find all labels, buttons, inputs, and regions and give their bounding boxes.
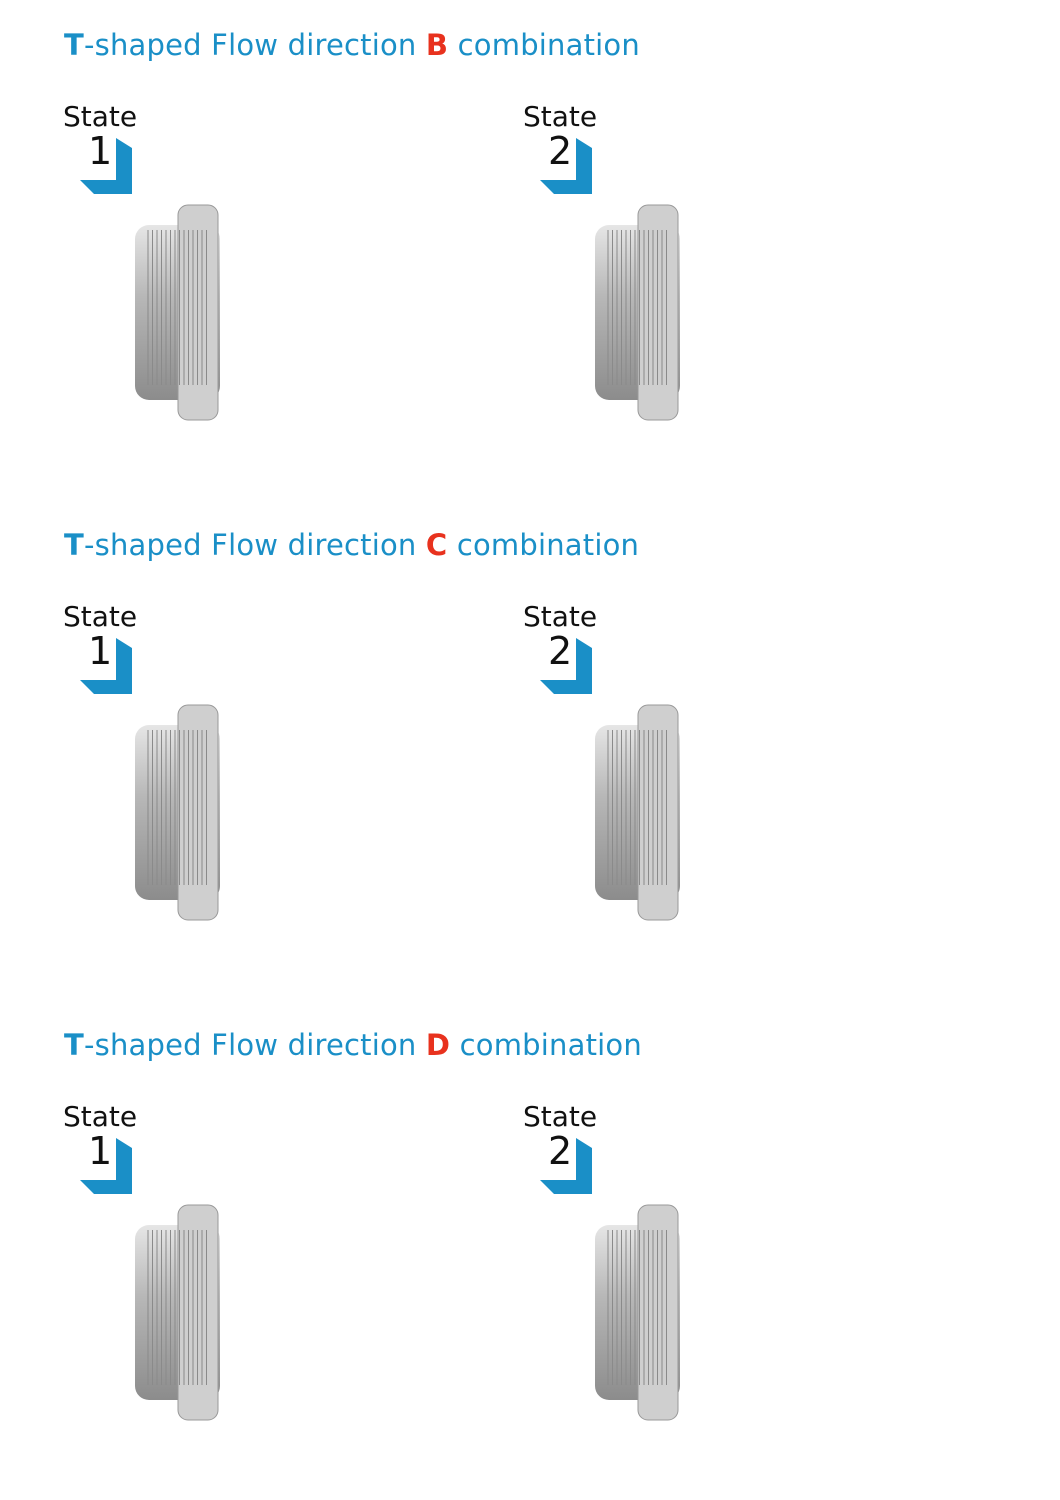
left-port <box>135 704 220 921</box>
state-label: State <box>523 100 598 133</box>
left-port <box>135 204 220 421</box>
state-label: State <box>523 600 598 633</box>
state-panel-1: State 1 <box>0 0 460 500</box>
state-panel-2: State 2 <box>460 0 920 500</box>
valve-cutaway-illustration <box>590 120 930 480</box>
valve-cutaway-illustration <box>130 620 470 980</box>
state-number: 2 <box>548 129 573 173</box>
valve-cutaway-illustration <box>130 1120 470 1480</box>
title-suffix: combination <box>447 528 640 562</box>
state-panel-1: State 1 <box>0 500 460 1000</box>
state-panel-2: State 2 <box>460 500 920 1000</box>
state-corner-icon <box>540 638 592 694</box>
title-mid: -shaped Flow direction <box>83 28 426 62</box>
state-label: State <box>63 100 138 133</box>
state-corner-icon <box>80 638 132 694</box>
title-mid: -shaped Flow direction <box>83 1028 426 1062</box>
state-corner-icon <box>80 1138 132 1194</box>
combination-letter: C <box>425 528 448 562</box>
title-mid: -shaped Flow direction <box>83 528 426 562</box>
state-number: 1 <box>88 129 113 173</box>
state-label: State <box>523 1100 598 1133</box>
section-title: T-shaped Flow direction D combination <box>64 1028 642 1062</box>
state-label: State <box>63 1100 138 1133</box>
state-panel-2: State 2 <box>460 1000 920 1500</box>
title-prefix: T <box>64 1028 84 1062</box>
state-label: State <box>63 600 138 633</box>
state-corner-icon <box>80 138 132 194</box>
combination-letter: D <box>425 1028 451 1062</box>
left-port <box>135 1204 220 1421</box>
title-prefix: T <box>64 28 84 62</box>
left-port <box>595 704 680 921</box>
valve-cutaway-illustration <box>590 1120 930 1480</box>
combination-letter: B <box>425 28 449 62</box>
state-number: 2 <box>548 1129 573 1173</box>
left-port <box>595 1204 680 1421</box>
section-title: T-shaped Flow direction C combination <box>64 528 639 562</box>
state-panel-1: State 1 <box>0 1000 460 1500</box>
state-corner-icon <box>540 1138 592 1194</box>
state-number: 1 <box>88 1129 113 1173</box>
state-corner-icon <box>540 138 592 194</box>
section-title: T-shaped Flow direction B combination <box>64 28 640 62</box>
left-port <box>595 204 680 421</box>
state-number: 2 <box>548 629 573 673</box>
valve-cutaway-illustration <box>590 620 930 980</box>
title-suffix: combination <box>448 28 640 62</box>
valve-cutaway-illustration <box>130 120 470 480</box>
title-prefix: T <box>64 528 84 562</box>
title-suffix: combination <box>450 1028 642 1062</box>
state-number: 1 <box>88 629 113 673</box>
